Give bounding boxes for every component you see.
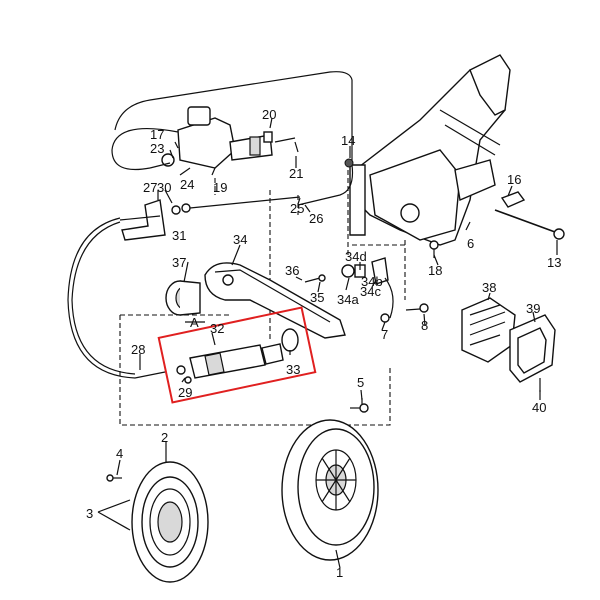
label-34d: 34d [345,249,367,264]
label-8: 8 [421,318,428,333]
label-6: 6 [467,236,474,251]
cover-39 [509,314,556,392]
label-32: 32 [210,321,224,336]
label-1: 1 [336,565,343,580]
label-27: 27 [143,180,157,195]
label-2: 2 [161,430,168,445]
label-5: 5 [357,375,364,390]
label-37: 37 [172,255,186,270]
label-40: 40 [532,400,546,415]
release-bearing-37 [165,280,205,323]
master-cylinder [161,106,299,169]
label-14: 14 [341,133,355,148]
pushrod-13 [494,209,565,240]
pointer-lines [97,117,558,569]
label-34: 34 [233,232,247,247]
label-19: 19 [213,180,227,195]
part-labels: 1 2 3 4 5 6 7 8 13 14 16 17 18 19 20 21 … [86,107,561,580]
label-13: 13 [547,255,561,270]
pedal-bracket-assembly [349,54,511,246]
label-23: 23 [150,141,164,156]
slave-cylinder-32 [157,306,317,404]
label-30: 30 [157,180,171,195]
label-24: 24 [180,177,194,192]
pressure-plate-1 [281,419,379,561]
label-35: 35 [310,290,324,305]
label-25: 25 [290,201,304,216]
pad-16 [500,191,526,208]
label-18: 18 [428,263,442,278]
bolt-5 [350,398,369,413]
clutch-disc-2 [131,461,209,583]
label-A: A [190,315,199,330]
bolts-3-4 [106,474,122,482]
label-39: 39 [526,301,540,316]
label-28: 28 [131,342,145,357]
leader-lines [214,170,406,300]
label-29: 29 [178,385,192,400]
gaiter-38 [461,297,516,363]
label-7: 7 [381,327,388,342]
pipe-bracket [119,196,301,241]
label-34c: 34c [360,284,381,299]
label-16: 16 [507,172,521,187]
label-34b: 34b [361,274,383,289]
label-3: 3 [86,506,93,521]
label-17: 17 [150,127,164,142]
label-38: 38 [482,280,496,295]
label-34a: 34a [337,292,359,307]
release-fork-34 [204,262,346,339]
label-33: 33 [286,362,300,377]
pivot-parts [304,158,439,323]
label-4: 4 [116,446,123,461]
hydraulic-line [111,71,354,206]
label-21: 21 [289,166,303,181]
label-36: 36 [285,263,299,278]
label-20: 20 [262,107,276,122]
label-26: 26 [309,211,323,226]
label-31: 31 [172,228,186,243]
flexible-hose-28 [67,217,166,379]
